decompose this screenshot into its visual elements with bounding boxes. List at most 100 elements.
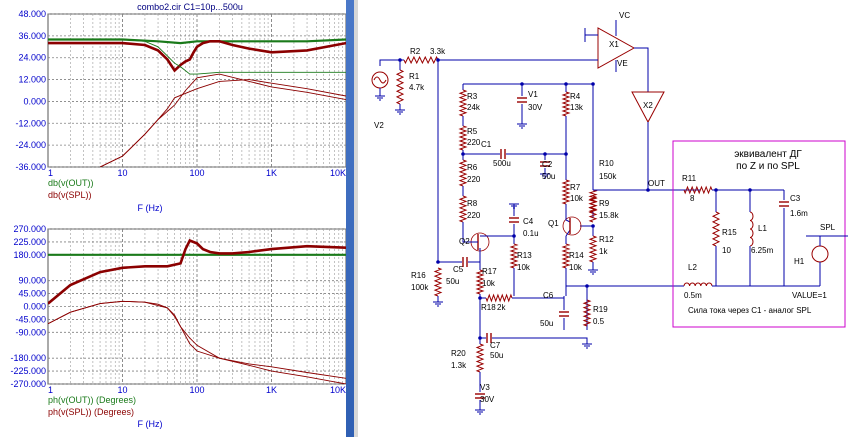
transistor-q1 xyxy=(562,216,582,236)
schematic-label: 50u xyxy=(446,277,459,286)
junction-dot xyxy=(591,82,595,86)
schematic-label: 15.8k xyxy=(599,211,620,220)
schematic-label: OUT xyxy=(648,179,665,188)
ground-symbol xyxy=(375,95,385,101)
schematic-label: V3 xyxy=(480,383,490,392)
schematic-label: 500u xyxy=(493,159,511,168)
junction-dot xyxy=(398,58,402,62)
capacitor-c6 xyxy=(559,311,569,317)
ground-symbol xyxy=(475,409,485,415)
schematic-label: R9 xyxy=(599,199,610,208)
inductor-l2 xyxy=(683,282,713,287)
schematic-label: Q2 xyxy=(459,237,470,246)
schematic-label: 100k xyxy=(411,283,429,292)
schematic-label: 24k xyxy=(467,103,481,112)
x-axis-label: F (Hz) xyxy=(138,419,163,429)
inductor-l1 xyxy=(749,211,754,247)
schematic-label: 50u xyxy=(540,319,553,328)
box-title: эквивалент ДГ xyxy=(734,149,802,160)
schematic-label: R5 xyxy=(467,127,478,136)
schematic-label: VE xyxy=(617,59,628,68)
schematic-label: 1.6m xyxy=(790,209,808,218)
capacitor-c3 xyxy=(779,201,789,207)
schematic-label: Q1 xyxy=(548,219,559,228)
junction-dot xyxy=(564,152,568,156)
sine-icon xyxy=(373,76,387,84)
schematic-label: R8 xyxy=(467,199,478,208)
battery-v1 xyxy=(517,97,527,103)
schematic-label: R13 xyxy=(517,251,532,260)
schematic-label: R7 xyxy=(570,183,581,192)
junction-dot xyxy=(512,234,516,238)
schematic-label: 220 xyxy=(467,138,481,147)
schematic-label: 0.1u xyxy=(523,229,539,238)
schematic-label: R10 xyxy=(599,159,614,168)
equivalent-box xyxy=(672,140,846,328)
legend-entry: db(v(OUT)) xyxy=(48,178,94,188)
capacitor-c4 xyxy=(509,217,519,223)
y-tick-label: 36.000 xyxy=(18,31,46,41)
schematic-label: 10k xyxy=(569,263,583,272)
resistor-r9 xyxy=(588,195,598,223)
y-tick-label: -24.000 xyxy=(15,140,46,150)
splitter-bar[interactable] xyxy=(346,0,354,437)
y-tick-label: 90.000 xyxy=(18,276,46,286)
schematic-label: C3 xyxy=(790,194,801,203)
junction-dot xyxy=(436,58,440,62)
y-tick-label: -225.000 xyxy=(10,366,46,376)
resistor-r2 xyxy=(403,55,439,65)
resistor-r1 xyxy=(395,69,405,105)
y-tick-label: 45.000 xyxy=(18,289,46,299)
series-line-out xyxy=(48,39,346,75)
x-axis-label: F (Hz) xyxy=(138,203,163,213)
schematic-label: 0.5 xyxy=(593,317,605,326)
x-tick-label: 10K xyxy=(330,385,346,395)
y-tick-label: 180.000 xyxy=(13,250,46,260)
schematic-label: R4 xyxy=(570,92,581,101)
junction-dot xyxy=(714,188,718,192)
schematic-label: 50u xyxy=(490,351,503,360)
resistor-r19 xyxy=(582,299,592,327)
ground-symbol xyxy=(540,173,550,179)
schematic-label: 30V xyxy=(480,395,495,404)
schematic-label: R3 xyxy=(467,92,478,101)
y-tick-label: 48.000 xyxy=(18,9,46,19)
x-tick-label: 10 xyxy=(117,385,127,395)
schematic-label: R20 xyxy=(451,349,466,358)
y-tick-label: 0.000 xyxy=(23,302,46,312)
opamp-x1 xyxy=(597,27,636,69)
resistor-r20 xyxy=(475,343,485,373)
schematic-label: 2k xyxy=(497,303,506,312)
resistor-r6 xyxy=(458,159,468,187)
schematic-label: 10k xyxy=(482,279,496,288)
schematic-label: 0.5m xyxy=(684,291,702,300)
wire xyxy=(462,232,478,243)
schematic-label: R18 xyxy=(481,303,496,312)
y-tick-label: 225.000 xyxy=(13,237,46,247)
x-tick-label: 100 xyxy=(189,168,204,178)
schematic-label: R12 xyxy=(599,235,614,244)
resistor-r14 xyxy=(561,243,571,269)
schematic-label: VC xyxy=(619,11,630,20)
resistor-r8 xyxy=(458,195,468,223)
schematic-label: L2 xyxy=(688,263,697,272)
x-tick-label: 1K xyxy=(266,385,277,395)
box-note: Сила тока через C1 - аналог SPL xyxy=(688,306,812,315)
schematic-label: C6 xyxy=(543,291,554,300)
x-tick-label: 10K xyxy=(330,168,346,178)
schematic-label: V2 xyxy=(374,121,384,130)
series-line-spl xyxy=(48,39,346,73)
resistor-r17 xyxy=(475,269,485,295)
capacitor-c2 xyxy=(540,161,550,167)
y-tick-label: 24.000 xyxy=(18,53,46,63)
wire xyxy=(634,47,649,92)
junction-dot xyxy=(564,82,568,86)
schematic-label: X1 xyxy=(609,40,619,49)
schematic-label: R1 xyxy=(409,72,420,81)
box-title: по Z и по SPL xyxy=(736,161,800,172)
x-tick-label: 1K xyxy=(266,168,277,178)
schematic-label: H1 xyxy=(794,257,805,266)
series-line-spl xyxy=(48,300,346,384)
capacitor-c5 xyxy=(462,257,468,267)
